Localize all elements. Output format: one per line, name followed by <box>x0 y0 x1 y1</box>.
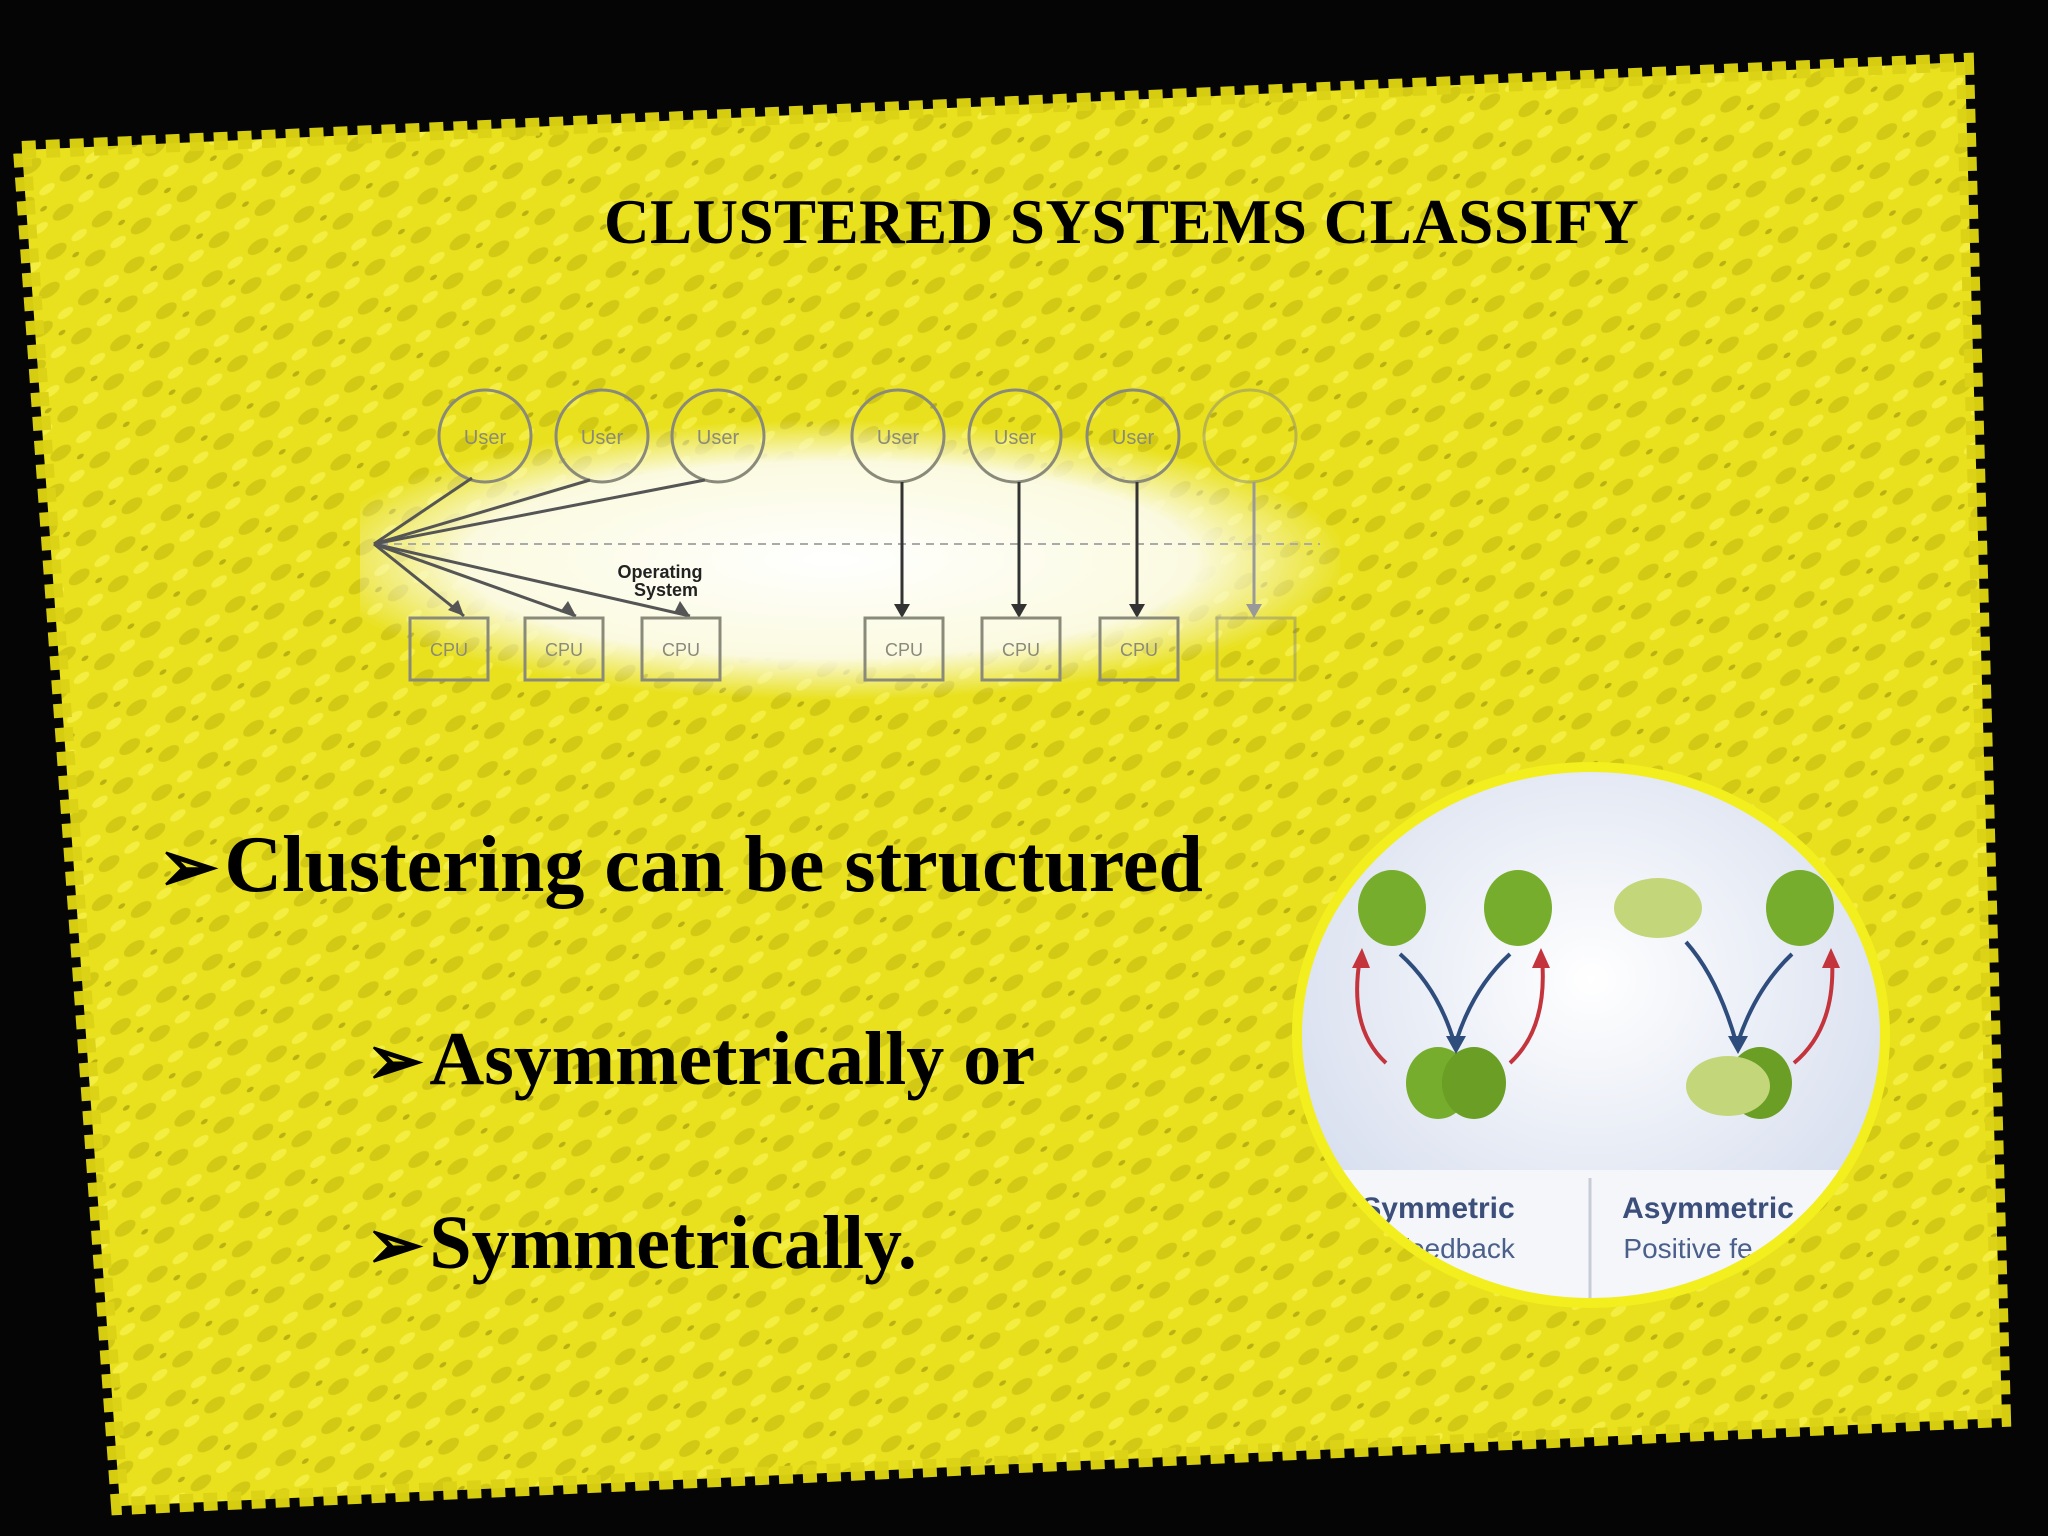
green-cell <box>1484 870 1552 946</box>
svg-text:User: User <box>994 427 1037 449</box>
svg-text:User: User <box>877 427 920 449</box>
svg-text:CPU: CPU <box>1002 640 1040 660</box>
bullet-symmetrically: ➢Symmetrically. <box>366 1201 917 1285</box>
svg-text:CPU: CPU <box>430 640 468 660</box>
user-node <box>1202 388 1298 484</box>
bullet-clustering: ➢Clustering can be structured <box>158 821 1203 909</box>
bullet-asymmetrically: ➢Asymmetrically or <box>366 1017 1035 1101</box>
os-diagram: User User User Operating System CPU CPU … <box>360 388 1340 700</box>
user-node: User <box>437 388 533 484</box>
user-node: User <box>554 388 650 484</box>
cpu-box: CPU <box>523 616 605 682</box>
svg-text:Asymmetric: Asymmetric <box>1622 1192 1794 1225</box>
arrow-bullet-icon: ➢ <box>158 827 219 907</box>
user-node: User <box>670 388 766 484</box>
svg-text:Positive fe: Positive fe <box>1623 1233 1752 1264</box>
cpu-box: CPU <box>408 616 490 682</box>
svg-text:Operating: Operating <box>617 562 702 582</box>
svg-text:Symmetric: Symmetric <box>1361 1192 1514 1225</box>
svg-text:User: User <box>581 427 624 449</box>
cpu-box <box>1215 616 1297 682</box>
green-cell <box>1358 870 1426 946</box>
cpu-box: CPU <box>863 616 945 682</box>
feedback-figure: Symmetric feedback Asymmetric Positive f… <box>1292 762 1890 1308</box>
cpu-box: CPU <box>980 616 1062 682</box>
svg-text:User: User <box>464 427 507 449</box>
svg-text:CPU: CPU <box>885 640 923 660</box>
user-node: User <box>1085 388 1181 484</box>
green-cell <box>1442 1047 1506 1119</box>
arrow-bullet-icon: ➢ <box>366 1023 424 1099</box>
user-node: User <box>850 388 946 484</box>
svg-text:System: System <box>634 580 698 600</box>
svg-text:User: User <box>697 427 740 449</box>
green-cell <box>1766 870 1834 946</box>
svg-text:CPU: CPU <box>662 640 700 660</box>
arrow-bullet-icon: ➢ <box>366 1207 424 1283</box>
svg-text:User: User <box>1112 427 1155 449</box>
svg-text:CPU: CPU <box>1120 640 1158 660</box>
slide-title: CLUSTERED SYSTEMS CLASSIFY <box>604 187 1640 257</box>
cpu-box: CPU <box>640 616 722 682</box>
light-green-cell <box>1614 878 1702 938</box>
light-green-cell <box>1686 1056 1770 1116</box>
user-node: User <box>967 388 1063 484</box>
svg-text:CPU: CPU <box>545 640 583 660</box>
cpu-box: CPU <box>1098 616 1180 682</box>
